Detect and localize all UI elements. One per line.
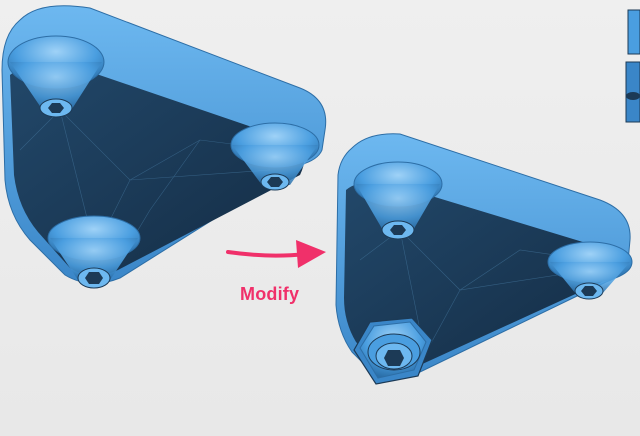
partial-part-edge [625,9,640,123]
modified-hex-socket-top [390,225,406,235]
modified-hex-socket-right [581,286,597,296]
modify-label: Modify [240,284,300,304]
original-part [1,5,327,289]
modified-hex-socket-nut [384,350,404,366]
original-hex-socket-bottom [85,272,103,284]
original-hex-socket-right [267,177,283,187]
modified-part [335,133,633,385]
original-hex-socket-top [48,103,64,113]
right-arrow-icon [226,240,326,268]
modified-facets [359,229,591,346]
hex-nut [353,317,433,385]
